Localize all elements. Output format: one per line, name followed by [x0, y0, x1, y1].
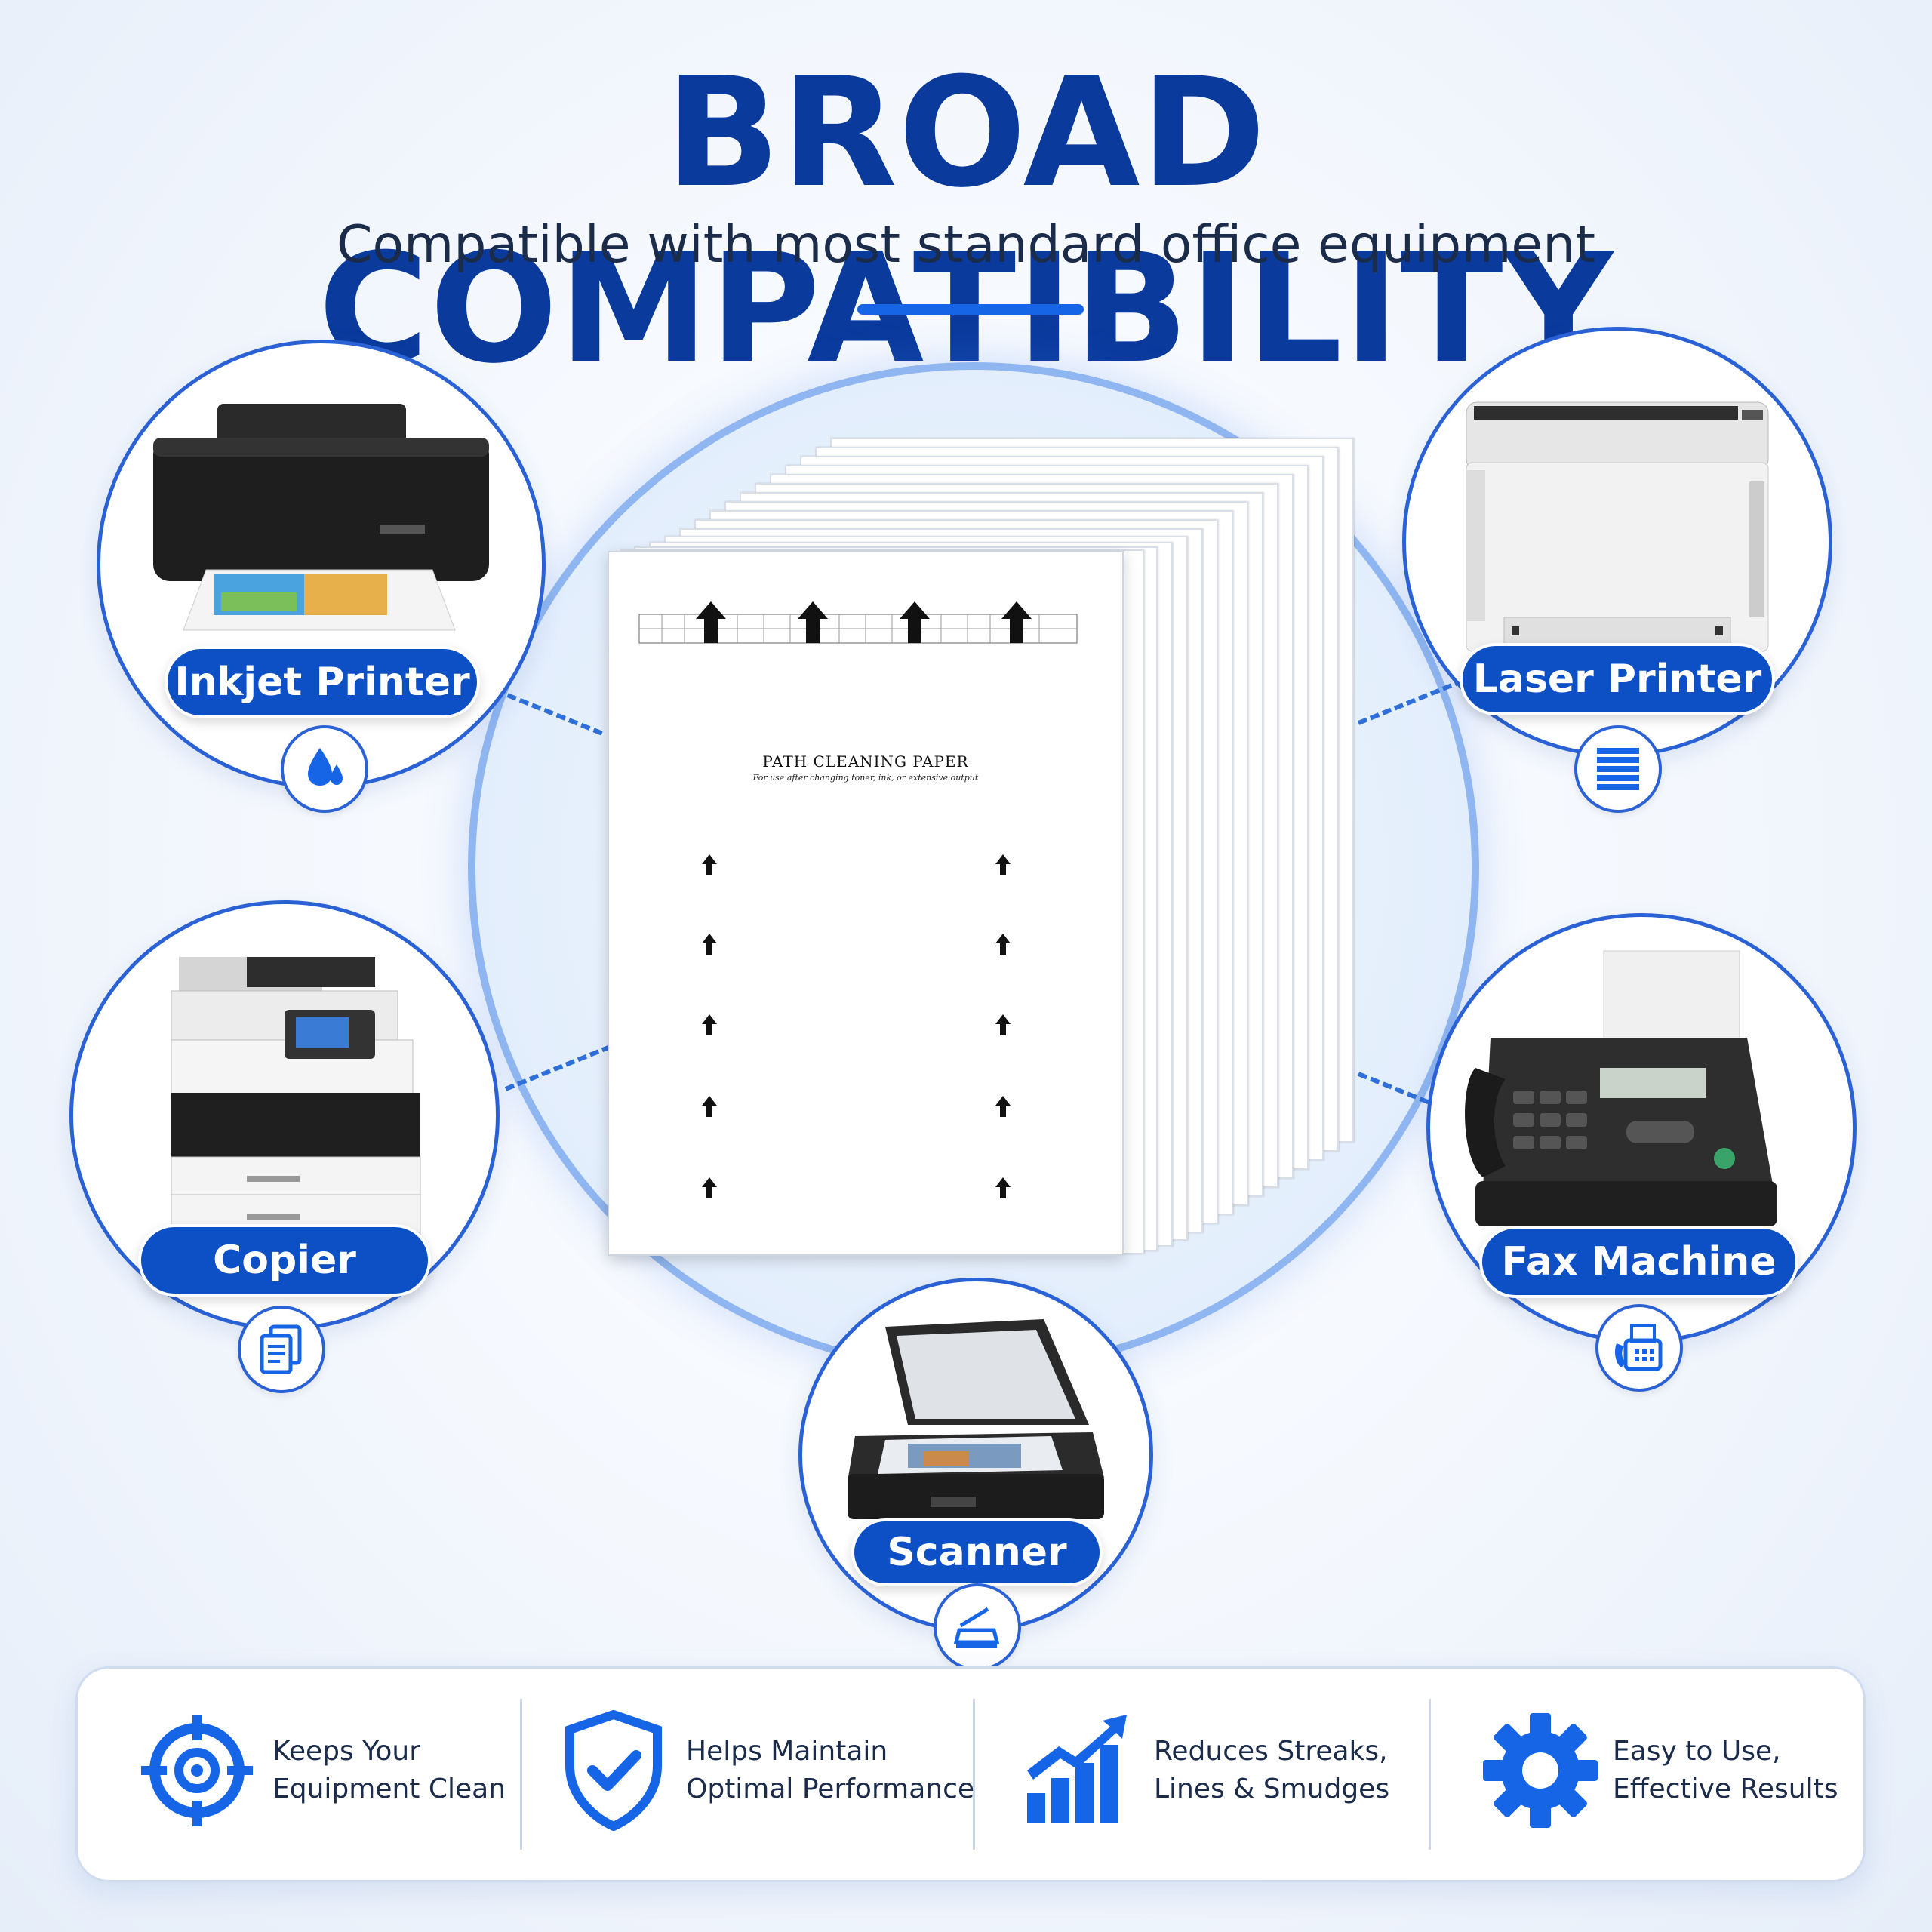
- cleaning-paper-sheet: PATH CLEANING PAPER For use after changi…: [608, 551, 1124, 1256]
- feature-1-text: Keeps Your Equipment Clean: [272, 1733, 506, 1808]
- feature-1-line2: Equipment Clean: [272, 1774, 506, 1804]
- shield-check-icon: [565, 1710, 662, 1831]
- fax-machine-image: [1465, 950, 1777, 1226]
- laser-printer-label: Laser Printer: [1460, 643, 1775, 715]
- copier-badge: [238, 1306, 325, 1393]
- paper-title: PATH CLEANING PAPER: [762, 752, 969, 771]
- paper-note: For use after changing toner, ink, or ex…: [752, 773, 979, 783]
- feature-4-line1: Easy to Use,: [1613, 1736, 1781, 1767]
- feature-divider: [1429, 1699, 1431, 1850]
- feature-2-line2: Optimal Performance: [686, 1774, 975, 1804]
- ink-drop-icon: [308, 748, 343, 786]
- scanner-badge: [934, 1583, 1021, 1671]
- side-arrows: [702, 854, 1011, 1198]
- feature-4-text: Easy to Use, Effective Results: [1613, 1733, 1838, 1808]
- title-underline: [857, 304, 1084, 315]
- feature-1-line1: Keeps Your: [272, 1736, 421, 1767]
- inkjet-badge: [281, 725, 368, 813]
- feed-arrow-strip: [638, 601, 1078, 644]
- inkjet-printer-label: Inkjet Printer: [165, 646, 480, 718]
- target-icon: [141, 1715, 253, 1826]
- feature-4-line2: Effective Results: [1613, 1774, 1838, 1804]
- laser-lines-icon: [1597, 748, 1639, 790]
- copier-label: Copier: [138, 1224, 431, 1297]
- inkjet-printer-circle: [97, 340, 546, 789]
- gear-icon: [1483, 1713, 1598, 1828]
- feature-2-line1: Helps Maintain: [686, 1736, 888, 1767]
- scanner-icon: [953, 1607, 1000, 1648]
- feature-panel: Keeps Your Equipment Clean Helps Maintai…: [75, 1666, 1866, 1882]
- feature-divider: [520, 1699, 522, 1850]
- laser-badge: [1574, 725, 1662, 813]
- fax-icon: [1615, 1324, 1663, 1371]
- feature-3-text: Reduces Streaks, Lines & Smudges: [1154, 1733, 1389, 1808]
- feature-3-line2: Lines & Smudges: [1154, 1774, 1390, 1804]
- feature-divider: [973, 1699, 975, 1850]
- page-subtitle: Compatible with most standard office equ…: [336, 215, 1596, 275]
- copy-document-icon: [260, 1324, 302, 1374]
- inkjet-printer-image: [153, 404, 489, 631]
- scanner-image: [848, 1319, 1104, 1519]
- growth-chart-icon: [1027, 1715, 1127, 1823]
- fax-badge: [1595, 1304, 1683, 1392]
- feature-3-line1: Reduces Streaks,: [1154, 1736, 1388, 1767]
- scanner-label: Scanner: [851, 1518, 1103, 1586]
- fax-machine-label: Fax Machine: [1479, 1226, 1798, 1298]
- feature-2-text: Helps Maintain Optimal Performance: [686, 1733, 974, 1808]
